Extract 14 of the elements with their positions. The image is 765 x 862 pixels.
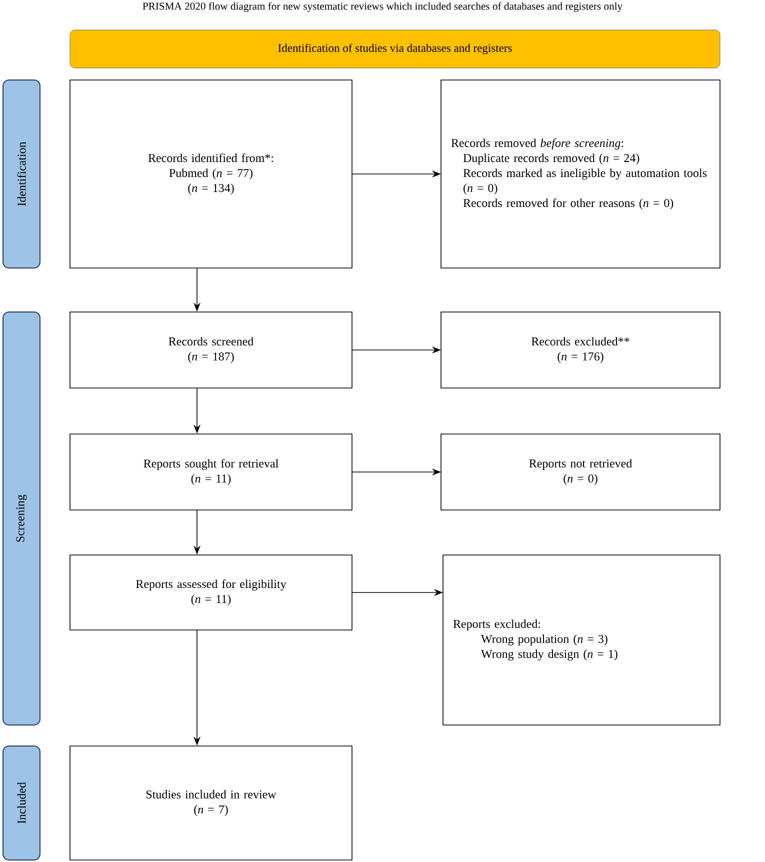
title: PRISMA 2020 flow diagram for new systematic reviews which included searches of databases and registers only (142, 2, 623, 12)
process-box: Records identified from*: Pubmed (n = 77) (n = 134) (70, 80, 352, 268)
stage-label-band: Identification (2, 80, 40, 268)
process-box: Reports sought for retrieval (n = 11) (70, 434, 352, 510)
process-box: Records removed before screening: Duplicate records removed (n = 24) Records marked as ineligible by automation tools (n = 0) Records removed for other reasons (n = 0) (440, 80, 720, 268)
stage-label-band: Screening (2, 312, 40, 726)
stage-label-band: Included (2, 746, 40, 860)
process-box: Reports excluded: Wrong population (n = 3) Wrong study design (n = 1) (442, 554, 720, 726)
process-box: Records screened (n = 187) (70, 312, 352, 388)
section-header-bar: Identification of studies via databases and registers (70, 30, 720, 68)
process-box: Reports not retrieved (n = 0) (440, 434, 720, 510)
process-box: Reports assessed for eligibility (n = 11) (70, 554, 352, 630)
process-box: Records excluded** (n = 176) (440, 312, 720, 388)
process-box: Studies included in review (n = 7) (70, 746, 352, 860)
